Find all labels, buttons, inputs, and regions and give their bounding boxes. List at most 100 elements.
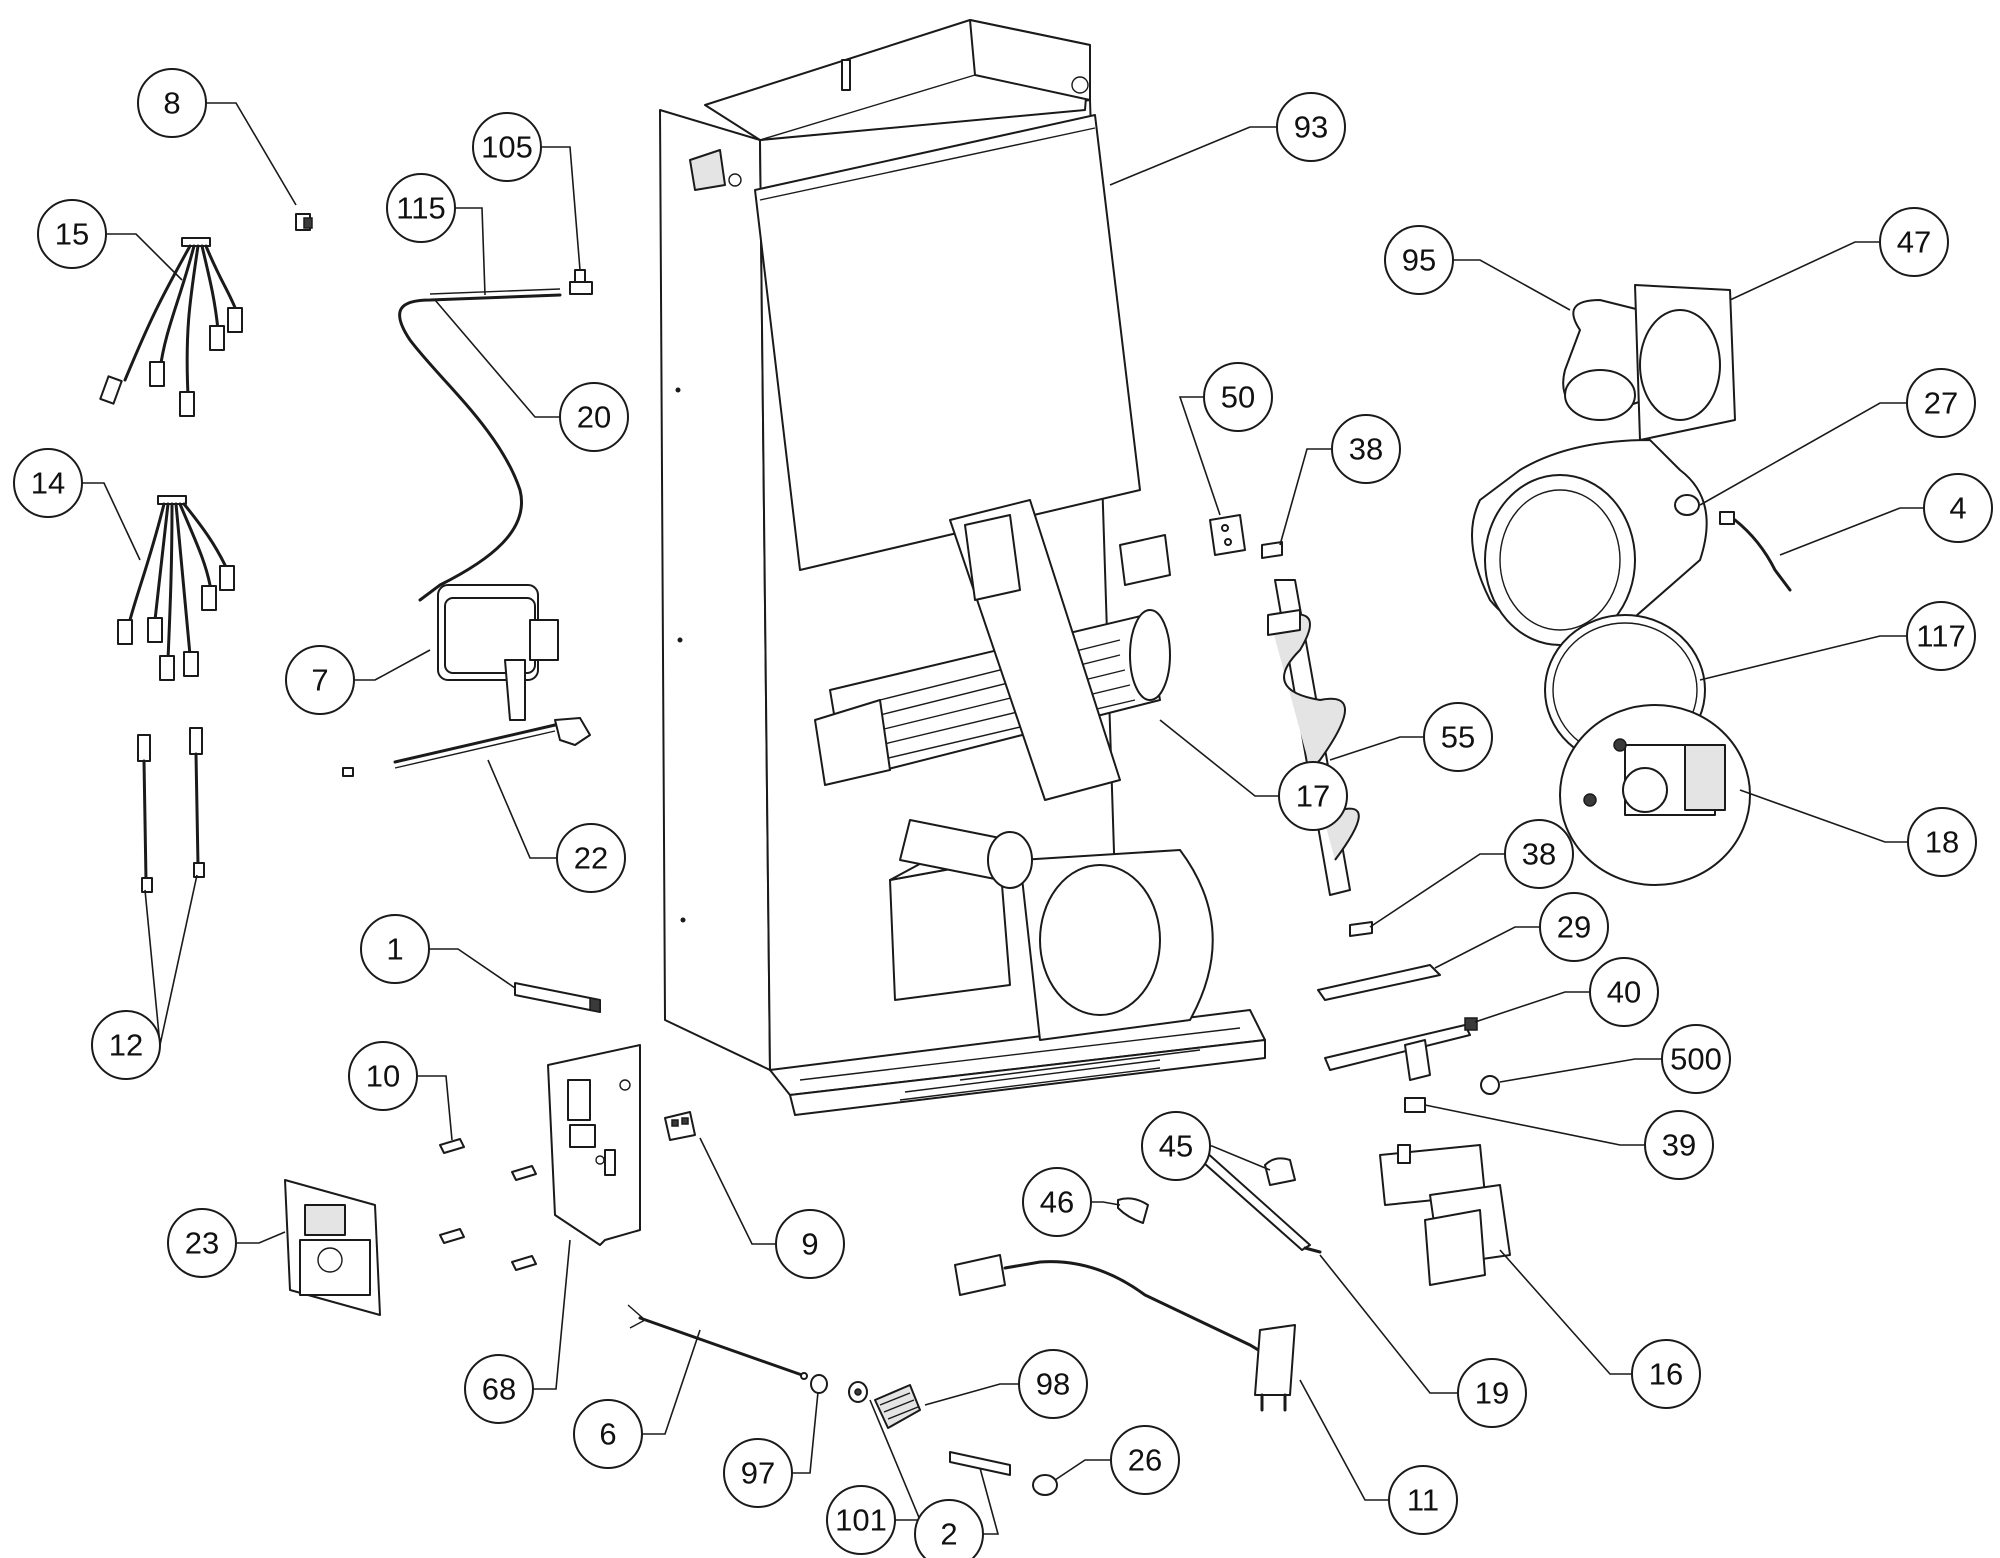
callout-47: 47 bbox=[1879, 207, 1949, 277]
part-2-pin bbox=[949, 1451, 1011, 1476]
callout-68: 68 bbox=[464, 1354, 534, 1424]
callout-9-label: 9 bbox=[801, 1227, 818, 1262]
callout-19: 19 bbox=[1457, 1358, 1527, 1428]
callout-17-label: 17 bbox=[1296, 779, 1330, 814]
part-16-gear-motor bbox=[1379, 1144, 1511, 1286]
callout-10-label: 10 bbox=[366, 1059, 400, 1094]
part-12-cables bbox=[137, 727, 205, 893]
callout-15-label: 15 bbox=[55, 217, 89, 252]
part-47-flange bbox=[1634, 284, 1736, 441]
callout-95: 95 bbox=[1384, 225, 1454, 295]
callout-14-label: 14 bbox=[31, 466, 65, 501]
callout-9: 9 bbox=[775, 1209, 845, 1279]
callout-29: 29 bbox=[1539, 892, 1609, 962]
callout-6-label: 6 bbox=[599, 1417, 616, 1452]
callout-46-label: 46 bbox=[1040, 1185, 1074, 1220]
callout-27: 27 bbox=[1906, 368, 1976, 438]
callout-47-label: 47 bbox=[1897, 225, 1931, 260]
part-14-wire-harness bbox=[117, 495, 235, 681]
callout-26: 26 bbox=[1110, 1425, 1180, 1495]
callout-45: 45 bbox=[1141, 1111, 1211, 1181]
callout-27-label: 27 bbox=[1924, 386, 1958, 421]
leader-lines bbox=[82, 102, 1924, 1535]
callout-2: 2 bbox=[914, 1499, 984, 1558]
callout-6: 6 bbox=[573, 1399, 643, 1469]
callout-93-label: 93 bbox=[1294, 110, 1328, 145]
callout-18: 18 bbox=[1907, 807, 1977, 877]
callout-2-label: 2 bbox=[940, 1517, 957, 1552]
part-45-clip bbox=[1264, 1157, 1296, 1186]
callout-95-label: 95 bbox=[1402, 243, 1436, 278]
part-7-pressure-switch bbox=[437, 584, 559, 721]
part-15-wire-harness bbox=[99, 237, 243, 417]
part-11-power-cord bbox=[954, 1254, 1296, 1412]
callout-14: 14 bbox=[13, 448, 83, 518]
callout-98-label: 98 bbox=[1036, 1367, 1070, 1402]
part-68-mounting-plate bbox=[547, 1044, 641, 1246]
callout-115-label: 115 bbox=[396, 191, 445, 226]
part-500-plug bbox=[1480, 1075, 1500, 1095]
part-1-strip bbox=[514, 982, 601, 1013]
callout-101: 101 bbox=[826, 1485, 896, 1555]
part-95-exhaust-elbow bbox=[1562, 299, 1646, 421]
part-50-bracket bbox=[1209, 514, 1246, 556]
part-38-clip-upper bbox=[1261, 541, 1283, 559]
callout-500: 500 bbox=[1661, 1024, 1731, 1094]
callout-101-label: 101 bbox=[835, 1503, 887, 1538]
callout-117: 117 bbox=[1906, 601, 1976, 671]
callout-15: 15 bbox=[37, 199, 107, 269]
part-9-clip bbox=[664, 1111, 696, 1141]
part-6-igniter bbox=[627, 1304, 808, 1380]
part-115-hose bbox=[398, 288, 562, 602]
part-23-control-board bbox=[284, 1179, 381, 1316]
part-93-housing-volute bbox=[1471, 439, 1708, 646]
callout-117-label: 117 bbox=[1916, 619, 1965, 654]
callout-115: 115 bbox=[386, 173, 456, 243]
callout-7: 7 bbox=[285, 645, 355, 715]
callout-39: 39 bbox=[1644, 1110, 1714, 1180]
callout-105: 105 bbox=[472, 112, 542, 182]
part-4-sensor bbox=[1719, 511, 1792, 592]
callout-16-label: 16 bbox=[1649, 1357, 1683, 1392]
callout-22-label: 22 bbox=[574, 841, 608, 876]
callout-18-label: 18 bbox=[1925, 825, 1959, 860]
part-10-fasteners bbox=[439, 1138, 537, 1271]
part-39-block bbox=[1404, 1097, 1426, 1113]
callout-97-label: 97 bbox=[741, 1456, 775, 1491]
callout-4: 4 bbox=[1923, 473, 1993, 543]
callout-4-label: 4 bbox=[1949, 491, 1966, 526]
callout-38-lower-label: 38 bbox=[1522, 837, 1556, 872]
callout-40-label: 40 bbox=[1607, 975, 1641, 1010]
part-18-fan-motor bbox=[1559, 704, 1751, 886]
part-101-fitting bbox=[848, 1381, 868, 1403]
callout-97: 97 bbox=[723, 1438, 793, 1508]
callout-26-label: 26 bbox=[1128, 1443, 1162, 1478]
callout-17: 17 bbox=[1278, 761, 1348, 831]
callout-7-label: 7 bbox=[311, 663, 328, 698]
callout-11-label: 11 bbox=[1407, 1483, 1439, 1518]
callout-8: 8 bbox=[137, 68, 207, 138]
callout-38-upper: 38 bbox=[1331, 414, 1401, 484]
callout-68-label: 68 bbox=[482, 1372, 516, 1407]
part-27-disc bbox=[1674, 494, 1700, 516]
callout-55-label: 55 bbox=[1441, 720, 1475, 755]
callout-39-label: 39 bbox=[1662, 1128, 1696, 1163]
callout-38-lower: 38 bbox=[1504, 819, 1574, 889]
callout-45-label: 45 bbox=[1159, 1129, 1193, 1164]
callout-93: 93 bbox=[1276, 92, 1346, 162]
callout-11: 11 bbox=[1388, 1465, 1458, 1535]
callout-12-label: 12 bbox=[109, 1028, 143, 1063]
callout-8-label: 8 bbox=[163, 86, 180, 121]
callout-500-label: 500 bbox=[1670, 1042, 1722, 1077]
callout-12: 12 bbox=[91, 1010, 161, 1080]
callout-23-label: 23 bbox=[185, 1226, 219, 1261]
callout-1: 1 bbox=[360, 914, 430, 984]
callout-23: 23 bbox=[167, 1208, 237, 1278]
callout-40: 40 bbox=[1589, 957, 1659, 1027]
callout-16: 16 bbox=[1631, 1339, 1701, 1409]
callout-46: 46 bbox=[1022, 1167, 1092, 1237]
callout-1-label: 1 bbox=[386, 932, 403, 967]
callout-55: 55 bbox=[1423, 702, 1493, 772]
part-26-cap bbox=[1032, 1474, 1058, 1496]
